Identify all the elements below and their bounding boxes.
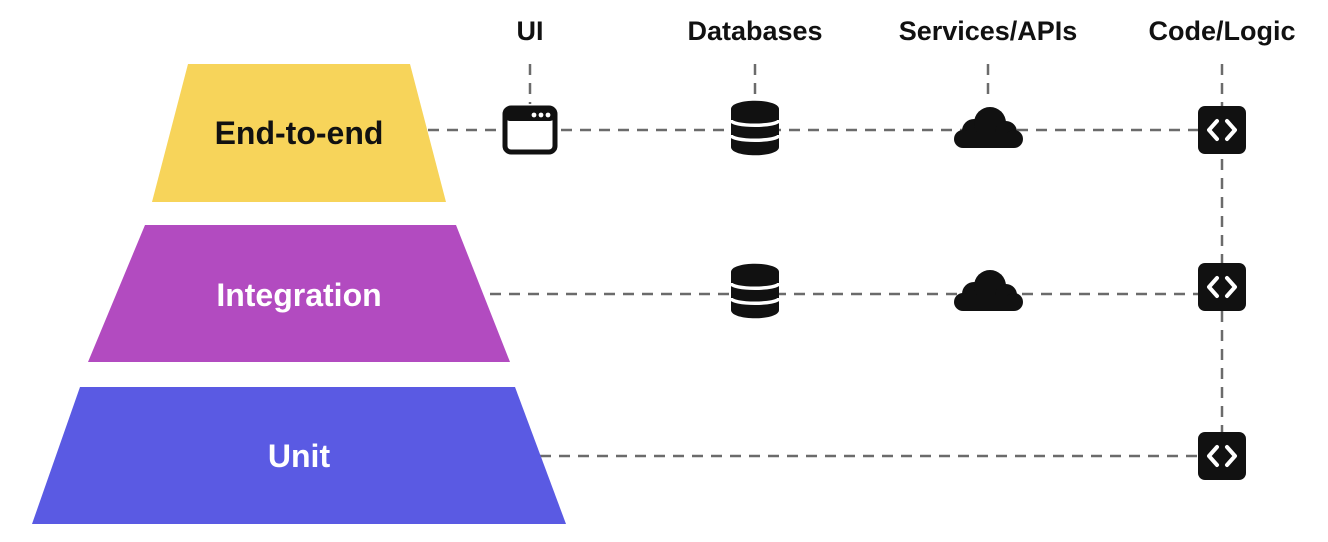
code-brackets-icon (1198, 106, 1246, 154)
database-icon (729, 263, 781, 319)
cloud-icon (954, 107, 1023, 148)
database-icon (729, 100, 781, 156)
tier-integration-shape (88, 225, 510, 362)
code-brackets-icon (1198, 263, 1246, 311)
tier-connectors (428, 128, 1222, 458)
browser-window-icon (505, 108, 555, 152)
tier-unit-shape (32, 387, 566, 524)
tier-unit-label: Unit (268, 438, 331, 474)
tier-integration-label: Integration (216, 277, 381, 313)
column-header-ui: UI (517, 16, 544, 46)
column-header-databases: Databases (687, 16, 822, 46)
column-header-services: Services/APIs (899, 16, 1078, 46)
tier-unit: Unit (32, 387, 566, 524)
tier-end-to-end-label: End-to-end (215, 115, 384, 151)
tier-integration: Integration (88, 225, 510, 362)
tier-end-to-end: End-to-end (152, 64, 446, 202)
column-connectors (528, 64, 1224, 454)
tier-end-to-end-shape (152, 64, 446, 202)
code-brackets-icon (1198, 432, 1246, 480)
column-header-code: Code/Logic (1149, 16, 1296, 46)
cloud-icon (954, 270, 1023, 311)
